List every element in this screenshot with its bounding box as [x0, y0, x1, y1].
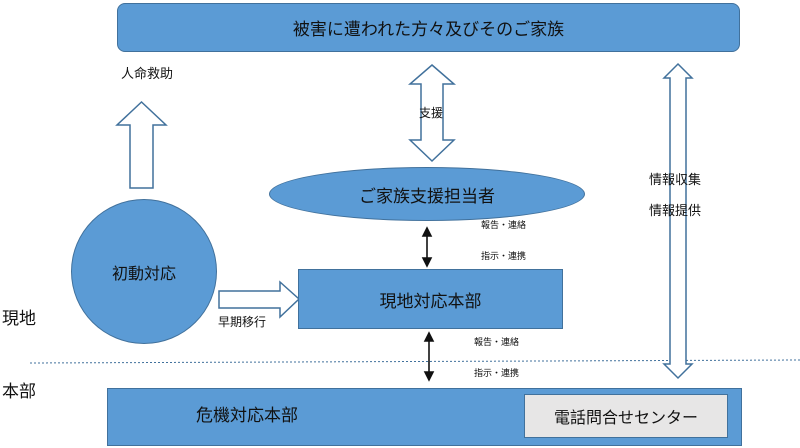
call-center-box: 電話問合せセンター: [524, 394, 728, 438]
crisis-hq-box: 危機対応本部 電話問合せセンター: [107, 388, 742, 446]
zone-hq-label: 本部: [2, 382, 36, 402]
rescue-up-arrow: [115, 100, 168, 189]
upper-report-arrow: [421, 226, 433, 268]
report-contact-upper: 報告・連絡: [481, 221, 527, 231]
support-label: 支援: [419, 106, 444, 120]
instruct-contact-lower: 指示・連携: [474, 369, 520, 379]
initial-response-circle: 初動対応: [71, 199, 217, 344]
call-center-label: 電話問合せセンター: [553, 408, 698, 427]
info-collect-label: 情報収集: [649, 173, 702, 188]
initial-response-label: 初動対応: [111, 263, 176, 283]
info-double-arrow: [662, 62, 694, 380]
victims-families-box: 被害に遭われた方々及びそのご家族: [117, 3, 740, 52]
local-hq-label: 現地対応本部: [379, 291, 482, 312]
family-support-label: ご家族支援担当者: [359, 186, 495, 207]
crisis-hq-label: 危機対応本部: [196, 406, 298, 426]
rescue-label: 人命救助: [121, 67, 174, 82]
zone-local-label: 現地: [2, 309, 36, 329]
victims-families-label: 被害に遭われた方々及びそのご家族: [292, 20, 565, 40]
info-provide-label: 情報提供: [649, 204, 702, 219]
local-hq-box: 現地対応本部: [298, 269, 563, 329]
early-transition-label: 早期移行: [218, 315, 267, 329]
family-support-ellipse: ご家族支援担当者: [269, 167, 585, 221]
report-contact-lower: 報告・連絡: [474, 338, 520, 348]
lower-report-arrow: [423, 331, 435, 382]
support-double-arrow: [407, 64, 457, 163]
instruct-contact-upper: 指示・連携: [481, 252, 527, 262]
early-transition-arrow: [218, 280, 301, 319]
